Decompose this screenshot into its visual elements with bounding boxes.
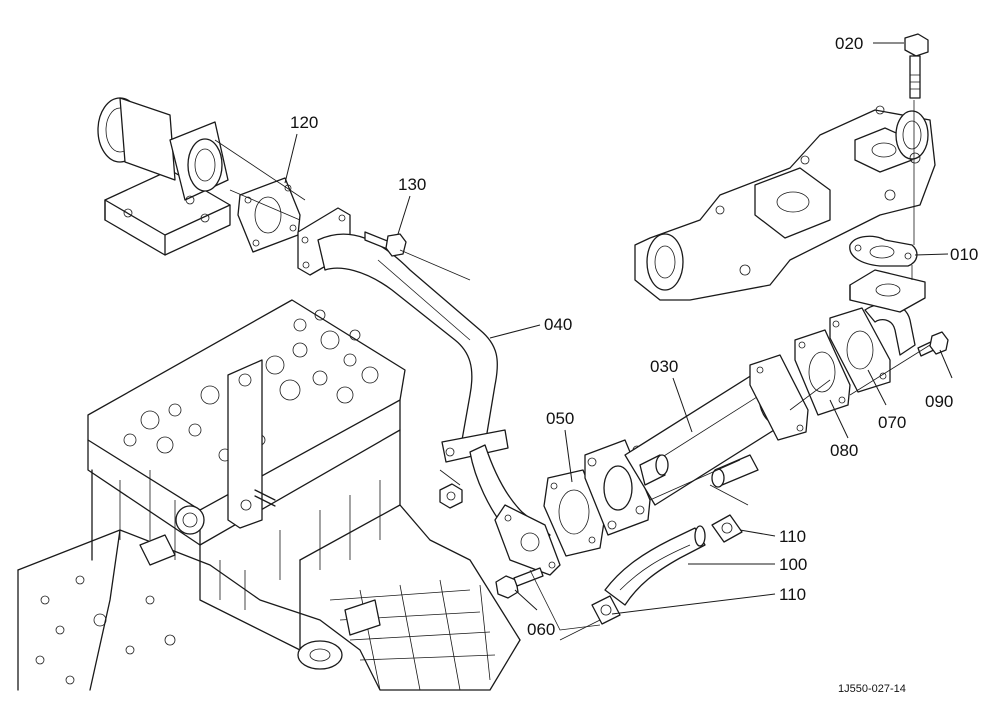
callout-110-lower: 110 xyxy=(779,585,806,604)
clamp-110-upper xyxy=(711,514,743,543)
flange-adapter xyxy=(849,269,926,313)
hose-100 xyxy=(604,525,706,606)
callout-040: 040 xyxy=(544,315,572,334)
exhaust-manifold xyxy=(634,105,936,301)
callout-070: 070 xyxy=(878,413,906,432)
callout-050: 050 xyxy=(546,409,574,428)
callout-030: 030 xyxy=(650,357,678,376)
callout-100: 100 xyxy=(779,555,807,574)
callout-leaders xyxy=(284,42,953,615)
clamp-110-lower xyxy=(591,595,621,625)
gasket-010 xyxy=(849,235,918,267)
callout-060: 060 xyxy=(527,620,555,639)
drawing-code: 1J550-027-14 xyxy=(838,683,906,695)
callout-010: 010 xyxy=(950,245,978,264)
pipe-040 xyxy=(297,207,561,576)
assembly-lines xyxy=(214,100,931,641)
engine-block xyxy=(17,299,521,691)
callout-labels: 020 010 030 040 050 060 070 080 090 100 … xyxy=(290,34,978,639)
callout-130: 130 xyxy=(398,175,426,194)
callout-090: 090 xyxy=(925,392,953,411)
callout-020: 020 xyxy=(835,34,863,53)
gasket-050 xyxy=(543,469,605,557)
egr-cooler-030 xyxy=(584,354,809,536)
bolt-090 xyxy=(917,331,949,357)
gasket-080 xyxy=(794,329,851,416)
bolt-060 xyxy=(495,567,544,599)
bolt-020 xyxy=(904,33,929,99)
callout-120: 120 xyxy=(290,113,318,132)
callout-110-upper: 110 xyxy=(779,527,806,546)
intake-elbow xyxy=(97,97,231,256)
callout-080: 080 xyxy=(830,441,858,460)
gasket-120 xyxy=(237,177,301,253)
